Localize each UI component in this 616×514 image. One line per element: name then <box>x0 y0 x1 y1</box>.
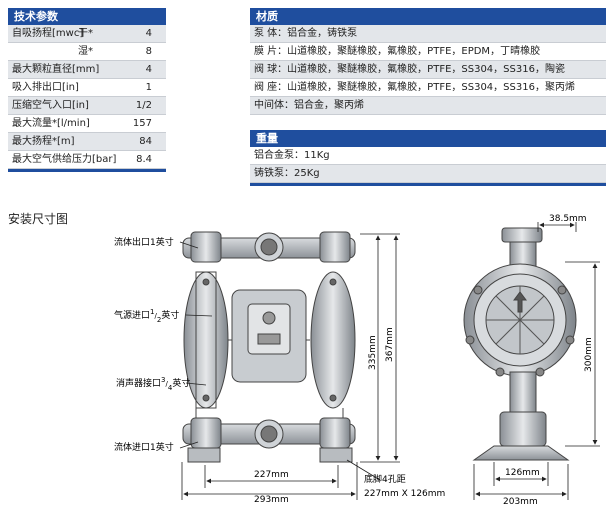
spec-row: 最大流量*[l/min] 157 <box>8 115 166 133</box>
material-row: 泵 体：铝合金，铸铁泵 <box>250 25 606 43</box>
front-view-pump <box>182 231 356 463</box>
dim-203: 203mm <box>503 497 538 507</box>
spec-value: 1/2 <box>135 100 152 111</box>
materials-panel: 材质 泵 体：铝合金，铸铁泵膜 片：山道橡胶，聚醚橡胶，氟橡胶，PTFE，EPD… <box>250 8 606 115</box>
dim-335: 335mm <box>368 335 378 370</box>
tech-spec-header: 技术参数 <box>8 8 166 25</box>
material-row: 中间体：铝合金，聚丙烯 <box>250 97 606 115</box>
spec-row: 压缩空气入口[in] 1/2 <box>8 97 166 115</box>
spec-row: 最大颗粒直径[mm] 4 <box>8 61 166 79</box>
spec-value: 157 <box>132 118 152 129</box>
spec-value: 4 <box>145 28 152 39</box>
label-outlet: 流体出口1英寸 <box>114 236 174 248</box>
spec-row: 最大空气供给压力[bar] 8.4 <box>8 151 166 169</box>
spec-value: 8.4 <box>136 154 152 165</box>
label-base-holes-2: 227mm X 126mm <box>364 489 445 499</box>
spec-value: 84 <box>139 136 152 147</box>
spec-label: 最大空气供给压力[bar] <box>12 154 117 165</box>
weight-header: 重量 <box>250 130 606 147</box>
spec-label: 吸入排出口[in] <box>12 82 79 93</box>
spec-value: 4 <box>145 64 152 75</box>
spec-row: 湿* 8 <box>8 43 166 61</box>
material-row: 阀 球：山道橡胶，聚醚橡胶，氟橡胶，PTFE，SS304，SS316，陶瓷 <box>250 61 606 79</box>
label-air-inlet: 气源进口1/2英寸 <box>114 308 179 324</box>
side-dimensions <box>473 222 600 500</box>
spec-row: 吸入排出口[in] 1 <box>8 79 166 97</box>
dim-126: 126mm <box>505 468 540 478</box>
dim-38-5: 38.5mm <box>549 214 587 224</box>
dim-293: 293mm <box>254 495 289 505</box>
tech-spec-footer-bar <box>8 169 166 172</box>
label-base-holes-1: 底脚4孔距 <box>364 473 406 485</box>
weight-footer-bar <box>250 183 606 186</box>
dim-300: 300mm <box>584 337 594 372</box>
spec-value: 8 <box>145 46 152 57</box>
spec-sublabel: 干* <box>78 28 93 39</box>
side-view-pump <box>463 227 577 461</box>
materials-header: 材质 <box>250 8 606 25</box>
front-dimensions <box>181 233 400 500</box>
label-inlet: 流体进口1英寸 <box>114 441 174 453</box>
material-row: 膜 片：山道橡胶，聚醚橡胶，氟橡胶，PTFE，EPDM，丁晴橡胶 <box>250 43 606 61</box>
spec-row: 最大扬程*[m] 84 <box>8 133 166 151</box>
weight-row: 铝合金泵：11Kg <box>250 147 606 165</box>
drawing-title: 安装尺寸图 <box>8 212 69 226</box>
material-row: 阀 座：山道橡胶，聚醚橡胶，氟橡胶，PTFE，SS304，SS316，聚丙烯 <box>250 79 606 97</box>
spec-row: 自吸扬程[mwc]干* 4 <box>8 25 166 43</box>
spec-label: 最大流量*[l/min] <box>12 118 90 129</box>
front-leaders <box>179 241 381 481</box>
spec-label: 压缩空气入口[in] <box>12 100 89 111</box>
spec-label: 自吸扬程[mwc] <box>12 28 84 39</box>
weight-row: 铸铁泵：25Kg <box>250 165 606 183</box>
label-muffler-port: 消声器接口3/4英寸 <box>116 376 190 392</box>
spec-value: 1 <box>145 82 152 93</box>
tech-spec-panel: 技术参数 自吸扬程[mwc]干* 4 湿* 8 最大颗粒直径[mm] 4 吸入排出口[in]… <box>8 8 166 172</box>
dim-367: 367mm <box>385 327 395 362</box>
spec-sublabel: 湿* <box>78 46 93 57</box>
spec-label: 最大扬程*[m] <box>12 136 75 147</box>
spec-label: 最大颗粒直径[mm] <box>12 64 100 75</box>
dim-227: 227mm <box>254 470 289 480</box>
